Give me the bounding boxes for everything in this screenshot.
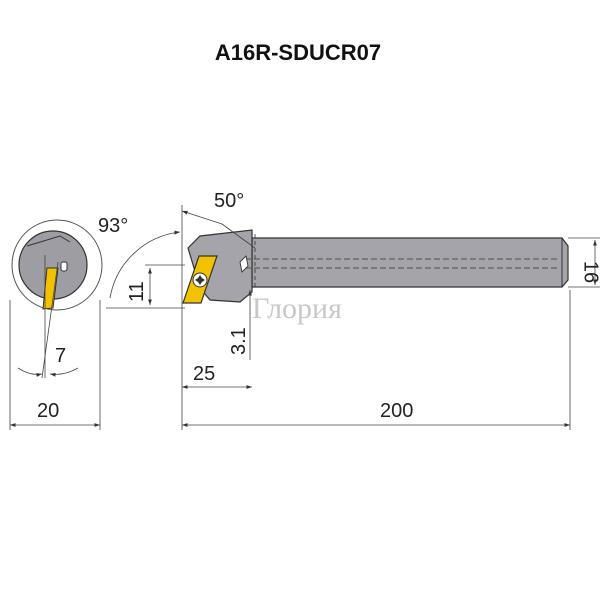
end-view-flat bbox=[26, 235, 71, 247]
torx-screw-icon bbox=[192, 272, 208, 288]
dim-offset: 3.1 bbox=[228, 327, 250, 355]
end-view: 7 20 bbox=[9, 219, 103, 430]
side-view bbox=[182, 229, 569, 304]
dim-lead-angle: 93° bbox=[98, 215, 128, 237]
watermark: Глория bbox=[252, 292, 342, 325]
end-view-outer-circle bbox=[11, 219, 103, 311]
dim-head-length: 25 bbox=[193, 363, 215, 385]
end-view-insert bbox=[42, 267, 59, 310]
tool-shank bbox=[251, 237, 569, 288]
end-view-coolant-hole bbox=[60, 261, 68, 272]
dim-total-length: 200 bbox=[380, 400, 413, 422]
dim-insert-angle: 50° bbox=[214, 190, 244, 212]
dim-shank-height: 16 bbox=[580, 261, 602, 283]
dim-height: 11 bbox=[126, 281, 148, 302]
dim-clearance-angle: 7 bbox=[55, 345, 66, 367]
dim-diameter: 20 bbox=[37, 400, 59, 422]
drawing-title: A16R-SDUCR07 bbox=[215, 40, 381, 65]
